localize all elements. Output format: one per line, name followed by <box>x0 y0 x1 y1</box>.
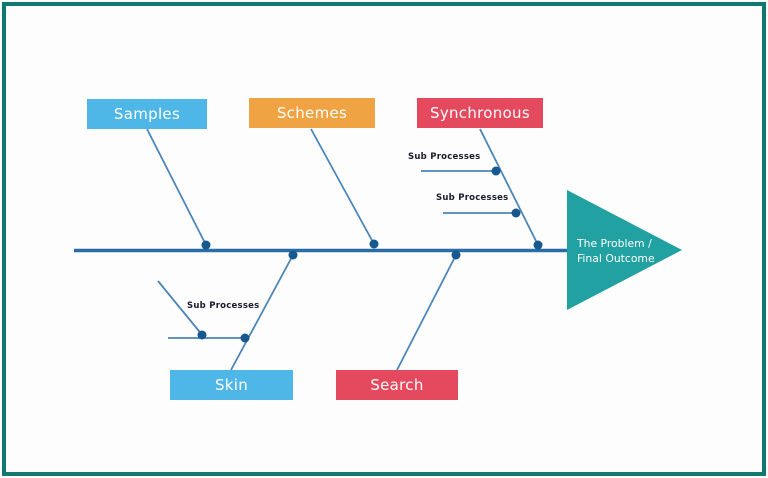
category-box-schemes[interactable]: Schemes <box>249 98 375 128</box>
sub-process-label-3[interactable]: Sub Processes <box>187 301 260 311</box>
branch-line-search <box>396 254 457 371</box>
junction-dot-schemes <box>369 239 379 249</box>
category-label-skin: Skin <box>214 376 249 394</box>
category-box-search[interactable]: Search <box>336 370 458 400</box>
outcome-label: The Problem / Final Outcome <box>577 237 655 266</box>
junction-dot-samples <box>201 240 211 250</box>
outcome-arrow[interactable] <box>567 190 682 310</box>
sub-process-label-2[interactable]: Sub Processes <box>436 193 509 203</box>
outcome-label-line2: Final Outcome <box>577 251 655 265</box>
branch-line-samples <box>146 128 207 246</box>
sub-process-diagonal-line-3 <box>157 280 204 337</box>
junction-dot-search <box>451 250 461 260</box>
category-label-synchronous: Synchronous <box>430 104 530 122</box>
branch-line-synchronous <box>479 128 539 246</box>
sub-process-label-1[interactable]: Sub Processes <box>408 152 481 162</box>
outcome-label-line1: The Problem / <box>577 237 652 250</box>
category-label-samples: Samples <box>113 105 181 123</box>
junction-dot-sub2 <box>511 208 521 218</box>
category-box-samples[interactable]: Samples <box>87 99 207 129</box>
junction-dot-sub1 <box>491 166 501 176</box>
category-box-synchronous[interactable]: Synchronous <box>417 98 543 128</box>
junction-dot-synchronous <box>533 240 543 250</box>
junction-dot-sub3 <box>197 330 207 340</box>
junction-dot-skin <box>288 250 298 260</box>
junction-dot-sub4 <box>240 333 250 343</box>
category-label-search: Search <box>370 376 424 394</box>
category-box-skin[interactable]: Skin <box>170 370 293 400</box>
branch-line-schemes <box>310 128 375 245</box>
branch-line-skin <box>230 254 294 371</box>
category-label-schemes: Schemes <box>276 104 348 122</box>
